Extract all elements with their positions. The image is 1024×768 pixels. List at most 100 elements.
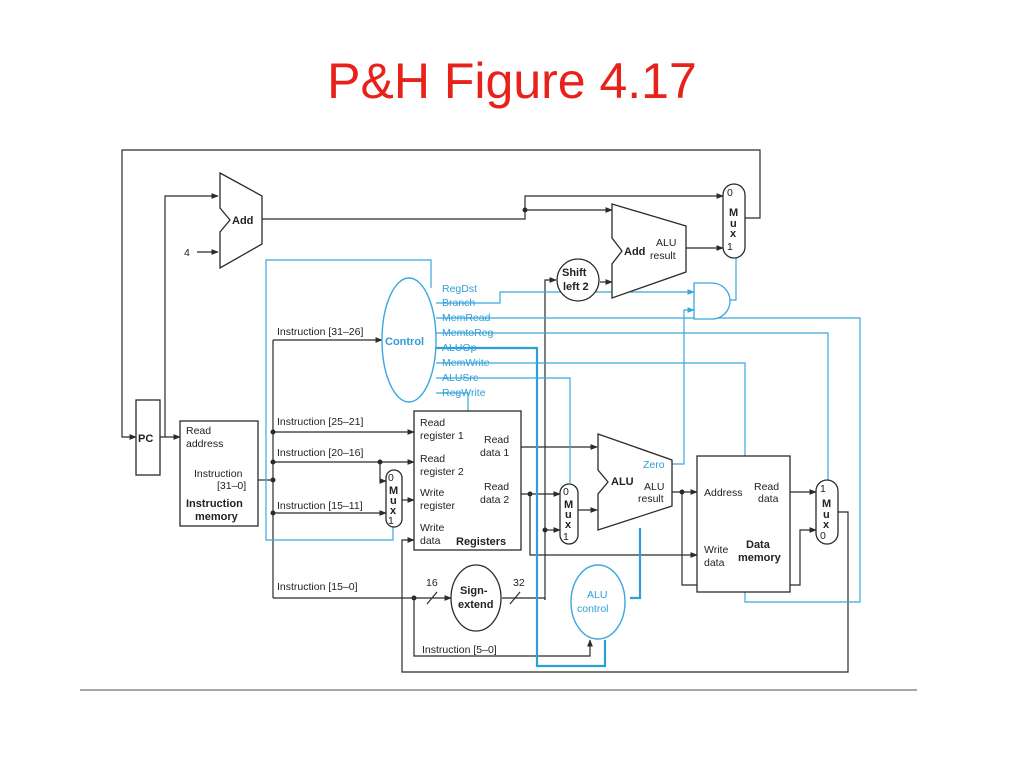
pcsrc-mux: 0 M u x 1 <box>722 183 746 259</box>
field-15-11: Instruction [15–11] <box>277 500 363 512</box>
svg-text:Write: Write <box>420 487 444 499</box>
svg-text:Instruction: Instruction <box>194 468 243 480</box>
svg-text:Write: Write <box>420 522 444 534</box>
alu-label: ALU <box>611 476 634 488</box>
svg-text:Read: Read <box>186 425 211 437</box>
alusrc-mux: 0 M u x 1 <box>559 483 579 545</box>
svg-text:register 2: register 2 <box>420 466 464 478</box>
svg-text:memory: memory <box>195 511 239 523</box>
svg-text:1: 1 <box>563 531 569 543</box>
svg-text:result: result <box>638 493 664 505</box>
branch-adder: Add ALU result <box>611 203 687 299</box>
slide-title: P&H Figure 4.17 <box>327 53 697 109</box>
svg-text:data 2: data 2 <box>480 494 509 506</box>
svg-text:Data: Data <box>746 539 771 551</box>
datapath-wires <box>121 149 849 673</box>
svg-text:x: x <box>565 519 572 531</box>
pc-adder-label: Add <box>232 215 253 227</box>
svg-text:Read: Read <box>420 453 445 465</box>
svg-text:extend: extend <box>458 599 493 611</box>
svg-text:data: data <box>758 493 779 505</box>
svg-text:1: 1 <box>388 515 394 527</box>
field-25-21: Instruction [25–21] <box>277 416 363 428</box>
alu-control: ALU control <box>570 564 626 640</box>
pc-adder: Add <box>219 171 263 270</box>
svg-text:Read: Read <box>484 481 509 493</box>
svg-text:Read: Read <box>420 417 445 429</box>
svg-text:memory: memory <box>738 552 782 564</box>
shift-label-1: Shift <box>562 267 587 279</box>
svg-text:M: M <box>729 207 738 219</box>
signal-memwrite: MemWrite <box>442 357 490 369</box>
field-31-26: Instruction [31–26] <box>277 326 363 338</box>
svg-text:control: control <box>577 603 609 615</box>
svg-text:0: 0 <box>388 472 394 484</box>
signal-memtoreg: MemtoReg <box>442 327 494 339</box>
svg-text:ALU: ALU <box>644 481 664 493</box>
svg-text:data: data <box>420 535 441 547</box>
branch-adder-label: Add <box>624 246 645 258</box>
pc-register: PC <box>135 399 161 476</box>
field-20-16: Instruction [20–16] <box>277 447 363 459</box>
control-wires <box>265 258 861 668</box>
main-alu: ALU Zero ALU result <box>597 433 673 531</box>
svg-text:ALU: ALU <box>587 589 607 601</box>
svg-text:Address: Address <box>704 487 743 499</box>
data-memory: Address Read data Write data Data memory <box>696 455 791 593</box>
signal-memread: MemRead <box>442 312 491 324</box>
svg-text:0: 0 <box>563 486 569 498</box>
svg-text:u: u <box>730 218 737 230</box>
field-15-0: Instruction [15–0] <box>277 581 358 593</box>
bits-16-label: 16 <box>426 577 438 589</box>
control-signal-labels: RegDst Branch MemRead MemtoReg ALUOp Mem… <box>442 283 494 399</box>
svg-text:Read: Read <box>754 481 779 493</box>
svg-text:register 1: register 1 <box>420 430 464 442</box>
svg-text:Sign-: Sign- <box>460 585 488 597</box>
register-file: Read register 1 Read register 2 Write re… <box>413 410 522 551</box>
svg-text:u: u <box>390 495 397 507</box>
shift-label-2: left 2 <box>563 281 589 293</box>
svg-text:0: 0 <box>820 530 826 542</box>
branch-result-label: result <box>650 250 676 262</box>
svg-text:Registers: Registers <box>456 536 506 548</box>
svg-text:Read: Read <box>484 434 509 446</box>
svg-text:M: M <box>564 499 573 511</box>
pc-label: PC <box>138 433 153 445</box>
shift-left-2: Shift left 2 <box>556 258 600 302</box>
svg-text:x: x <box>730 228 737 240</box>
control-unit: Control <box>381 277 437 403</box>
svg-text:x: x <box>390 505 397 517</box>
signal-regwrite: RegWrite <box>442 387 486 399</box>
footer-divider <box>80 689 917 691</box>
svg-text:Write: Write <box>704 544 728 556</box>
constant-four: 4 <box>184 247 190 259</box>
signal-branch: Branch <box>442 297 475 309</box>
field-5-0: Instruction [5–0] <box>422 644 497 656</box>
instruction-field-labels: Instruction [31–26] Instruction [25–21] … <box>277 326 497 656</box>
regdst-mux: 0 M u x 1 <box>385 469 403 528</box>
svg-text:M: M <box>389 485 398 497</box>
svg-text:address: address <box>186 438 223 450</box>
svg-text:data: data <box>704 557 725 569</box>
signal-aluop: ALUOp <box>442 342 477 354</box>
zero-label: Zero <box>643 459 665 471</box>
memtoreg-mux: 1 M u x 0 <box>815 479 839 545</box>
instruction-memory: Read address Instruction [31–0] Instruct… <box>179 420 259 527</box>
branch-alu-label: ALU <box>656 237 676 249</box>
svg-text:1: 1 <box>727 241 733 253</box>
svg-text:register: register <box>420 500 456 512</box>
svg-text:M: M <box>822 498 831 510</box>
sign-extend: Sign- extend <box>450 564 502 632</box>
svg-text:Instruction: Instruction <box>186 498 243 510</box>
signal-alusrc: ALUSrc <box>442 372 478 384</box>
svg-text:u: u <box>565 509 572 521</box>
svg-text:1: 1 <box>820 483 826 495</box>
branch-and-gate <box>693 282 731 320</box>
svg-text:x: x <box>823 519 830 531</box>
svg-text:u: u <box>823 509 830 521</box>
svg-text:data 1: data 1 <box>480 447 509 459</box>
control-label: Control <box>385 336 424 348</box>
svg-text:0: 0 <box>727 187 733 199</box>
signal-regdst: RegDst <box>442 283 477 295</box>
